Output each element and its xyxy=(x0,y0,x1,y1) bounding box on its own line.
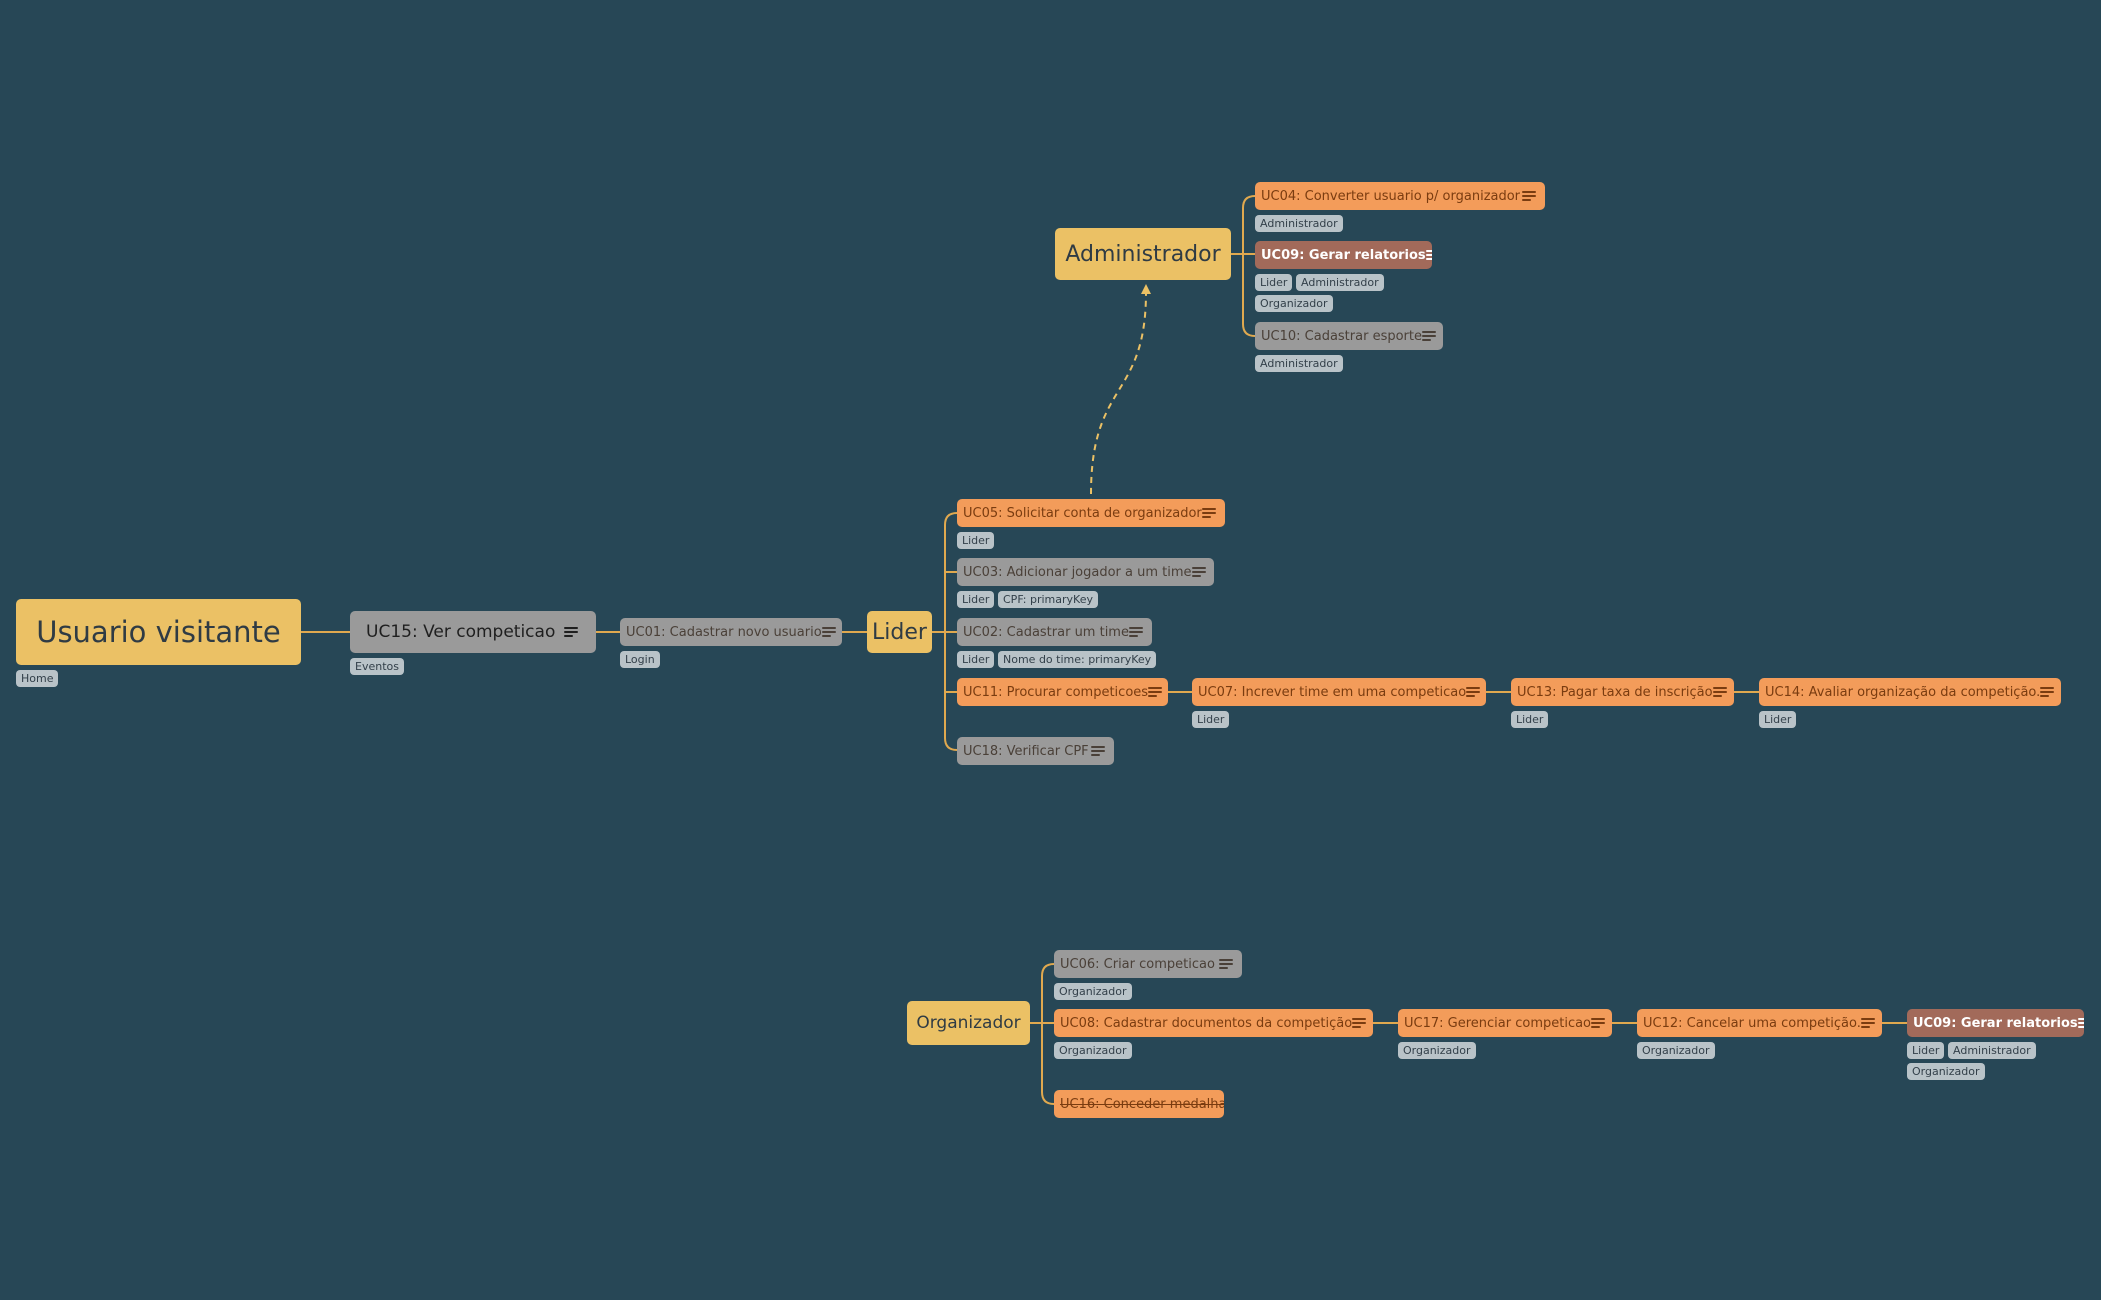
node-uc13[interactable]: UC13: Pagar taxa de inscrição xyxy=(1511,678,1734,706)
actor-administrador[interactable]: Administrador xyxy=(1055,228,1231,280)
tag-organizador: Organizador xyxy=(1907,1063,1985,1080)
node-uc07-label: UC07: Increver time em uma competicao xyxy=(1198,684,1467,700)
node-uc03-label: UC03: Adicionar jogador a um time xyxy=(963,564,1192,580)
tag-organizador: Organizador xyxy=(1054,983,1132,1000)
tag-login: Login xyxy=(620,651,660,668)
node-uc15[interactable]: UC15: Ver competicao xyxy=(350,611,596,653)
note-icon[interactable] xyxy=(1712,687,1727,697)
dependency-arrow xyxy=(1090,291,1147,495)
node-uc06-label: UC06: Criar competicao xyxy=(1060,956,1215,972)
node-uc07[interactable]: UC07: Increver time em uma competicao xyxy=(1192,678,1486,706)
note-icon[interactable] xyxy=(2077,1018,2084,1028)
node-uc11[interactable]: UC11: Procurar competicoes xyxy=(957,678,1168,706)
node-uc01[interactable]: UC01: Cadastrar novo usuario xyxy=(620,618,842,646)
actor-usuario-visitante[interactable]: Usuario visitante xyxy=(16,599,301,665)
link-admin-trunk xyxy=(1242,195,1256,337)
node-uc04-label: UC04: Converter usuario p/ organizador xyxy=(1261,188,1521,204)
node-uc14-label: UC14: Avaliar organização da competição. xyxy=(1765,684,2041,700)
node-uc02-label: UC02: Cadastrar um time xyxy=(963,624,1129,640)
dependency-arrowhead xyxy=(1141,284,1151,294)
tag-lider: Lider xyxy=(1907,1042,1945,1059)
node-uc09-label: UC09: Gerar relatorios xyxy=(1261,247,1426,263)
note-icon[interactable] xyxy=(1148,687,1163,697)
tag-organizador: Organizador xyxy=(1255,295,1333,312)
node-uc12-label: UC12: Cancelar uma competição. xyxy=(1643,1015,1861,1031)
node-uc10[interactable]: UC10: Cadastrar esporte xyxy=(1255,322,1443,350)
note-icon[interactable] xyxy=(1352,1018,1367,1028)
node-uc08-label: UC08: Cadastrar documentos da competição xyxy=(1060,1015,1353,1031)
node-uc10-label: UC10: Cadastrar esporte xyxy=(1261,328,1422,344)
tag-nome-time-primarykey: Nome do time: primaryKey xyxy=(998,651,1157,668)
node-uc15-label: UC15: Ver competicao xyxy=(366,622,556,642)
node-uc17[interactable]: UC17: Gerenciar competicao xyxy=(1398,1009,1612,1037)
note-icon[interactable] xyxy=(1091,746,1105,756)
note-icon[interactable] xyxy=(1466,687,1481,697)
node-uc06[interactable]: UC06: Criar competicao xyxy=(1054,950,1242,978)
actor-administrador-label: Administrador xyxy=(1065,241,1221,267)
node-uc05-label: UC05: Solicitar conta de organizador xyxy=(963,505,1202,521)
tag-cpf-primarykey: CPF: primaryKey xyxy=(998,591,1098,608)
node-uc18-label: UC18: Verificar CPF xyxy=(963,743,1089,759)
note-icon[interactable] xyxy=(1191,567,1206,577)
tag-lider: Lider xyxy=(1511,711,1549,728)
node-uc11-label: UC11: Procurar competicoes xyxy=(963,684,1149,700)
node-uc16-label: UC16: Conceder medalha xyxy=(1060,1096,1224,1112)
node-uc13-label: UC13: Pagar taxa de inscrição xyxy=(1517,684,1713,700)
note-icon[interactable] xyxy=(1421,331,1436,341)
actor-lider-label: Lider xyxy=(872,619,927,645)
note-icon[interactable] xyxy=(821,627,836,637)
note-icon[interactable] xyxy=(564,627,578,637)
note-icon[interactable] xyxy=(1219,959,1233,969)
node-uc04[interactable]: UC04: Converter usuario p/ organizador xyxy=(1255,182,1545,210)
note-icon[interactable] xyxy=(1425,250,1432,260)
node-uc16[interactable]: UC16: Conceder medalha xyxy=(1054,1090,1224,1118)
note-icon[interactable] xyxy=(1591,1018,1606,1028)
node-uc09b[interactable]: UC09: Gerar relatorios xyxy=(1907,1009,2084,1037)
node-uc09[interactable]: UC09: Gerar relatorios xyxy=(1255,241,1432,269)
tag-eventos: Eventos xyxy=(350,658,404,675)
node-uc12[interactable]: UC12: Cancelar uma competição. xyxy=(1637,1009,1882,1037)
tag-lider: Lider xyxy=(957,651,995,668)
tag-organizador: Organizador xyxy=(1398,1042,1476,1059)
tag-administrador: Administrador xyxy=(1255,355,1343,372)
tag-lider: Lider xyxy=(957,591,995,608)
node-uc03[interactable]: UC03: Adicionar jogador a um time xyxy=(957,558,1214,586)
actor-usuario-visitante-label: Usuario visitante xyxy=(36,615,281,649)
node-uc01-label: UC01: Cadastrar novo usuario xyxy=(626,624,822,640)
node-uc02[interactable]: UC02: Cadastrar um time xyxy=(957,618,1152,646)
node-uc18[interactable]: UC18: Verificar CPF xyxy=(957,737,1114,765)
tag-administrador: Administrador xyxy=(1948,1042,2036,1059)
note-icon[interactable] xyxy=(1522,191,1536,201)
tag-lider: Lider xyxy=(957,532,995,549)
node-uc08[interactable]: UC08: Cadastrar documentos da competição xyxy=(1054,1009,1373,1037)
node-uc14[interactable]: UC14: Avaliar organização da competição. xyxy=(1759,678,2061,706)
note-icon[interactable] xyxy=(1129,627,1143,637)
note-icon[interactable] xyxy=(1860,1018,1875,1028)
link-org-trunk xyxy=(1041,963,1055,1105)
actor-lider[interactable]: Lider xyxy=(867,611,932,653)
node-uc09b-label: UC09: Gerar relatorios xyxy=(1913,1015,2078,1031)
tag-administrador: Administrador xyxy=(1255,215,1343,232)
tag-administrador: Administrador xyxy=(1296,274,1384,291)
tag-organizador: Organizador xyxy=(1637,1042,1715,1059)
node-uc05[interactable]: UC05: Solicitar conta de organizador xyxy=(957,499,1225,527)
tag-home: Home xyxy=(16,670,59,687)
note-icon[interactable] xyxy=(2040,687,2055,697)
tag-organizador: Organizador xyxy=(1054,1042,1132,1059)
actor-organizador-label: Organizador xyxy=(916,1013,1021,1033)
node-uc17-label: UC17: Gerenciar competicao xyxy=(1404,1015,1592,1031)
tag-lider: Lider xyxy=(1759,711,1797,728)
actor-organizador[interactable]: Organizador xyxy=(907,1001,1030,1045)
tag-lider: Lider xyxy=(1192,711,1230,728)
tag-lider: Lider xyxy=(1255,274,1293,291)
note-icon[interactable] xyxy=(1202,508,1216,518)
